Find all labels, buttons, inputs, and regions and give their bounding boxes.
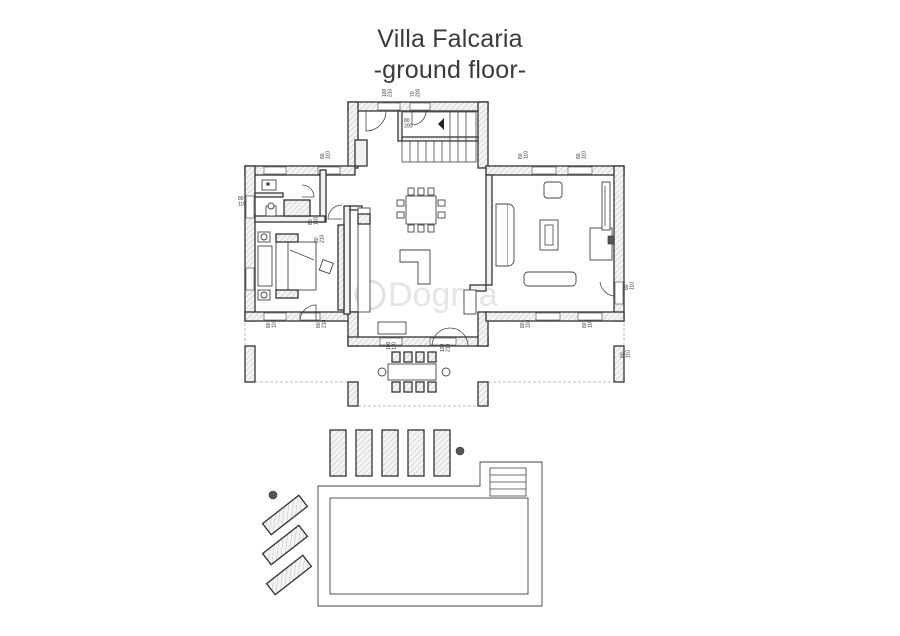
dimension-width: 80 bbox=[308, 219, 314, 225]
terrace bbox=[244, 321, 625, 407]
swimming-pool bbox=[317, 461, 543, 607]
dimension-width: 100 bbox=[386, 341, 392, 350]
dimension-width: 80 bbox=[624, 284, 630, 290]
window-openings bbox=[245, 102, 624, 346]
dimension-height: 210 bbox=[322, 319, 328, 328]
kitchen bbox=[357, 207, 477, 335]
dimension-label-kitchen-window: 100110 bbox=[386, 341, 398, 350]
watermark-text: Dogma bbox=[388, 276, 498, 314]
dimension-width: 80 bbox=[320, 153, 326, 159]
drawing-title-block: Villa Falcaria -ground floor- bbox=[0, 24, 900, 86]
dimension-height: 110 bbox=[272, 320, 278, 328]
sun-loungers bbox=[261, 429, 465, 596]
bedroom-furniture bbox=[257, 224, 345, 311]
dimension-width: 120 bbox=[440, 343, 446, 352]
drawing-subtitle: -ground floor- bbox=[373, 56, 527, 84]
dimension-height: 110 bbox=[524, 151, 530, 159]
drawing-title: Villa Falcaria bbox=[377, 25, 523, 53]
dimension-width: 80 bbox=[620, 352, 626, 358]
dimension-width: 80 bbox=[404, 118, 410, 124]
dimension-label-side-window: 80110 bbox=[620, 350, 632, 358]
dimension-height: 210 bbox=[388, 88, 394, 97]
interior-walls bbox=[254, 110, 493, 315]
dimension-width: 80 bbox=[266, 322, 272, 328]
dimension-label-bath-window: 80110 bbox=[308, 217, 320, 225]
dimension-label-right-window: 80110 bbox=[624, 282, 636, 290]
watermark: Dogma bbox=[354, 276, 498, 314]
dimension-height: 110 bbox=[326, 151, 332, 159]
dimension-label-living-window-2: 80110 bbox=[576, 151, 588, 159]
dimension-label-hall-door: 70200 bbox=[410, 88, 422, 97]
dimension-label-living-window-bottom: 80110 bbox=[520, 320, 532, 328]
dimension-label-wc-window: 80110 bbox=[320, 151, 332, 159]
dining-furniture bbox=[396, 187, 446, 233]
dimension-width: 80 bbox=[316, 322, 322, 328]
dimension-height: 210 bbox=[446, 343, 452, 352]
dimension-width: 80 bbox=[582, 322, 588, 328]
dimension-height: 110 bbox=[526, 320, 532, 328]
stairs bbox=[401, 111, 477, 163]
dimension-label-entry-door: 100210 bbox=[382, 88, 394, 97]
dimension-width: 70 bbox=[410, 91, 416, 97]
dimension-height: 110 bbox=[626, 350, 632, 358]
dimension-height: 110 bbox=[582, 151, 588, 159]
dimension-width: 80 bbox=[518, 153, 524, 159]
dimension-label-bed-window-bottom: 80110 bbox=[266, 320, 278, 328]
dimension-width: 80 bbox=[238, 196, 244, 202]
dimension-height: 110 bbox=[630, 282, 636, 290]
dimension-height: 110 bbox=[588, 320, 594, 328]
door-swings bbox=[299, 110, 469, 347]
dimension-label-living-window-bottom-2: 80110 bbox=[582, 320, 594, 328]
dimension-height: 200 bbox=[416, 88, 422, 97]
dimension-label-bottom-door: 80210 bbox=[316, 319, 328, 328]
dimension-height: 110 bbox=[238, 202, 246, 208]
dimension-width: 80 bbox=[576, 153, 582, 159]
living-furniture bbox=[495, 181, 615, 297]
dimension-height: 110 bbox=[314, 217, 320, 225]
bathroom-fixtures bbox=[261, 179, 311, 217]
dimension-height: 110 bbox=[392, 342, 398, 350]
dimension-label-terrace-door: 120210 bbox=[440, 343, 452, 352]
dimension-width: 80 bbox=[314, 237, 320, 243]
stair-arrow-icon bbox=[438, 118, 444, 130]
dimension-height: 210 bbox=[320, 234, 326, 243]
dimension-width: 100 bbox=[382, 88, 388, 97]
dimension-height: 200 bbox=[404, 124, 413, 130]
dimension-width: 80 bbox=[520, 322, 526, 328]
dimension-label-bed-door: 80210 bbox=[314, 234, 326, 243]
dimension-label-living-window-1: 80110 bbox=[518, 151, 530, 159]
